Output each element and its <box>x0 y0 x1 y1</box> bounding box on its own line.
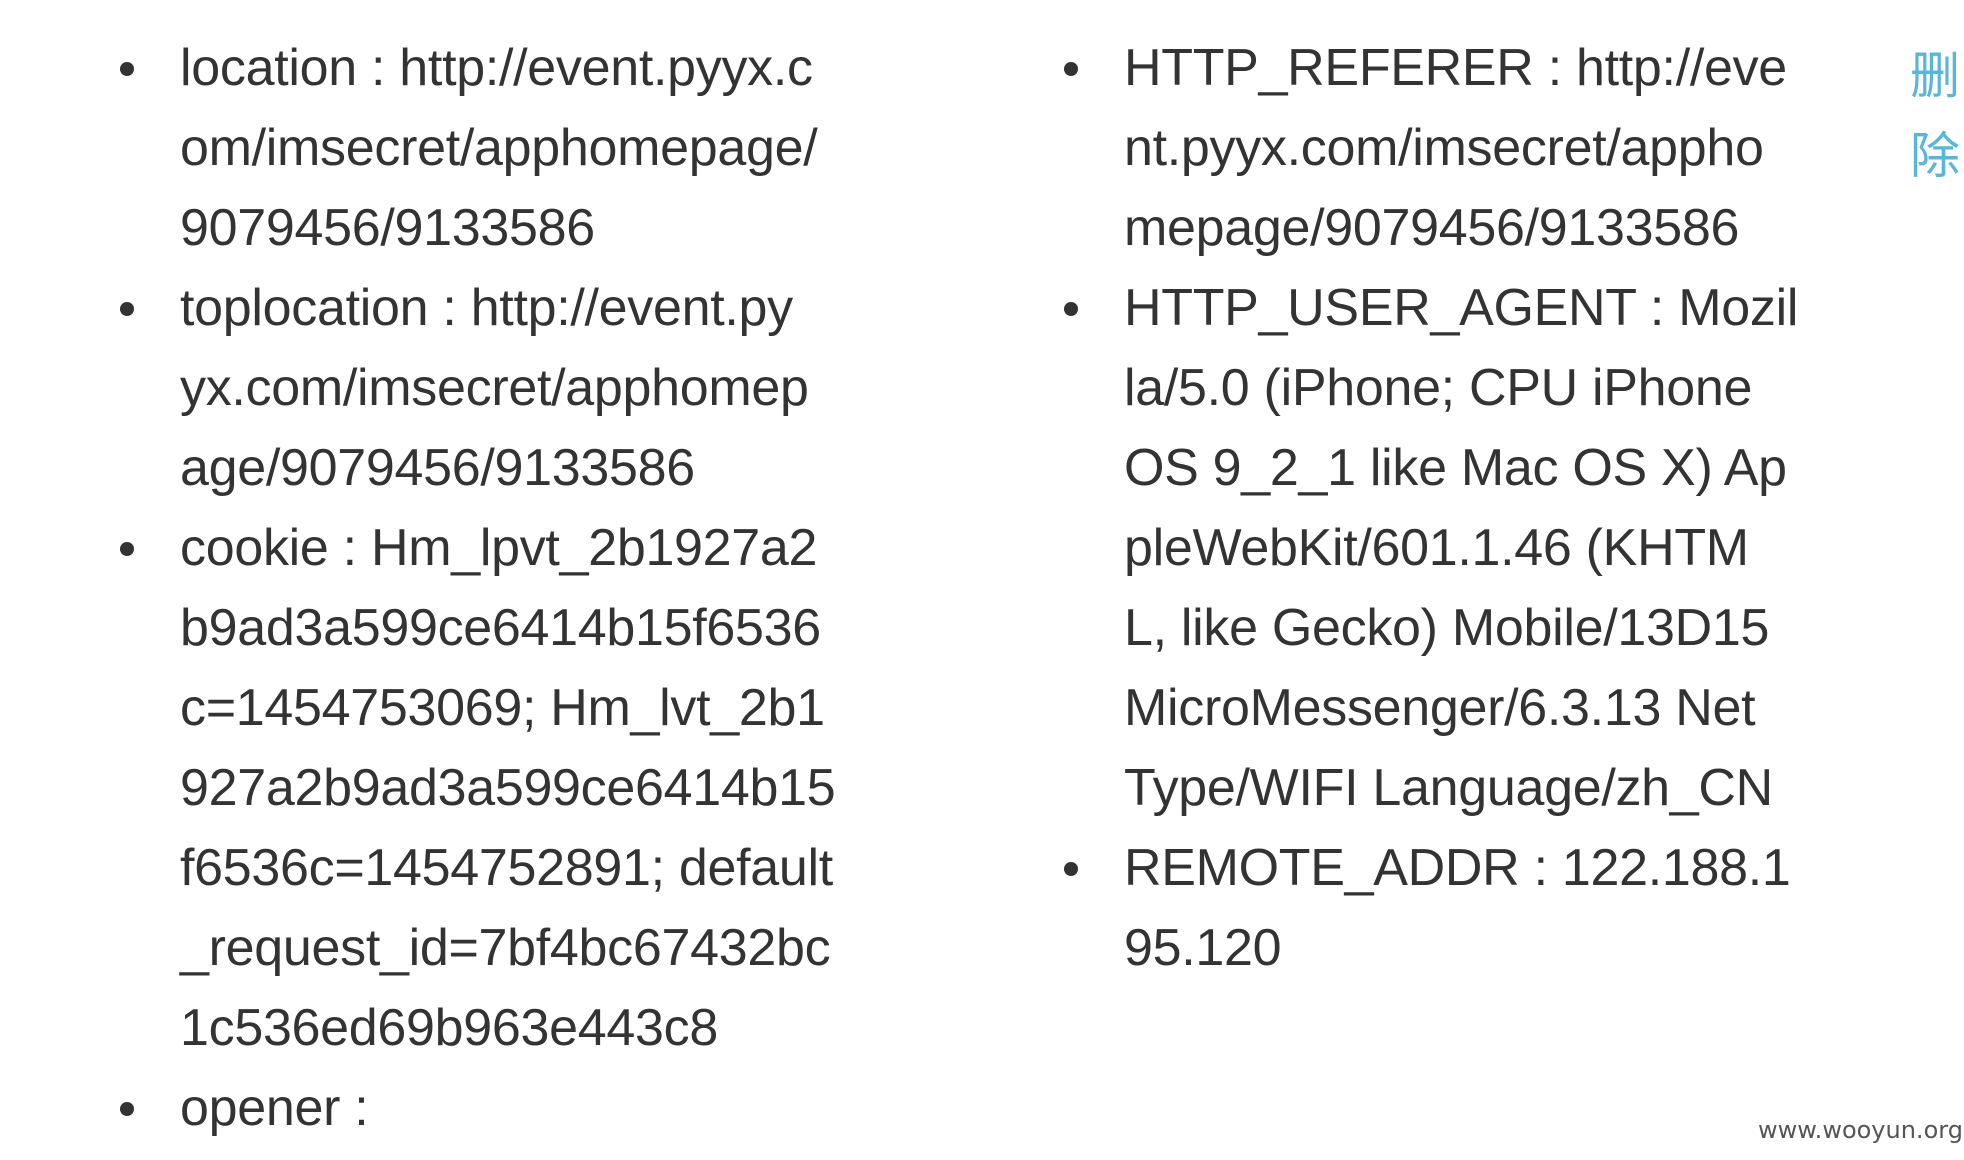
bullet-icon <box>1064 62 1078 76</box>
separator: : <box>340 1079 383 1137</box>
item-value-line: 1c536ed69b963e443c8 <box>180 999 718 1057</box>
item-value-line: _request_id=7bf4bc67432bc <box>180 919 831 977</box>
left-info-list: location : http://event.pyyx.c om/imsecr… <box>108 28 908 1148</box>
item-value-line: c=1454753069; Hm_lvt_2b1 <box>180 679 825 737</box>
bullet-icon <box>120 62 134 76</box>
item-value-line: age/9079456/9133586 <box>180 439 695 497</box>
right-info-list: HTTP_REFERER : http://eve nt.pyyx.com/im… <box>1052 28 1882 988</box>
item-value: 122.188.1 <box>1561 839 1791 897</box>
bullet-icon <box>1064 302 1078 316</box>
list-item-http-referer: HTTP_REFERER : http://eve nt.pyyx.com/im… <box>1052 28 1882 268</box>
item-key: location <box>180 39 357 97</box>
item-value-line: b9ad3a599ce6414b15f6536 <box>180 599 821 657</box>
item-line: opener : <box>180 1068 908 1148</box>
item-value-line: mepage/9079456/9133586 <box>1124 199 1740 257</box>
item-value: http://event.pyyx.c <box>399 39 813 97</box>
list-item-location: location : http://event.pyyx.c om/imsecr… <box>108 28 908 268</box>
item-line: cookie : Hm_lpvt_2b1927a2 <box>180 508 908 588</box>
item-key: cookie <box>180 519 329 577</box>
item-value-line: om/imsecret/apphomepage/ <box>180 119 818 177</box>
item-value-line: la/5.0 (iPhone; CPU iPhone <box>1124 359 1753 417</box>
delete-link[interactable]: 删 除 <box>1910 36 1964 196</box>
separator: : <box>356 39 400 97</box>
bullet-icon <box>120 302 134 316</box>
delete-link-char: 除 <box>1910 127 1960 185</box>
list-item-opener: opener : <box>108 1068 908 1148</box>
item-value: Mozil <box>1678 279 1799 337</box>
watermark: www.wooyun.org <box>1758 1116 1963 1144</box>
item-value-line: 9079456/9133586 <box>180 199 595 257</box>
item-value-line: nt.pyyx.com/imsecret/appho <box>1124 119 1764 177</box>
item-value: http://event.py <box>470 279 793 337</box>
item-line: location : http://event.pyyx.c <box>180 28 908 108</box>
item-value: Hm_lpvt_2b1927a2 <box>370 519 818 577</box>
separator: : <box>328 519 371 577</box>
item-line: toplocation : http://event.py <box>180 268 908 348</box>
item-value-line: 927a2b9ad3a599ce6414b15 <box>180 759 836 817</box>
bullet-icon <box>120 1102 134 1116</box>
item-line: HTTP_REFERER : http://eve <box>1124 28 1882 108</box>
item-value-line: Type/WIFI Language/zh_CN <box>1124 759 1773 817</box>
item-value-line: yx.com/imsecret/apphomep <box>180 359 809 417</box>
bullet-icon <box>120 542 134 556</box>
list-item-cookie: cookie : Hm_lpvt_2b1927a2 b9ad3a599ce641… <box>108 508 908 1068</box>
item-key: REMOTE_ADDR <box>1124 839 1520 897</box>
separator: : <box>1533 39 1577 97</box>
list-item-toplocation: toplocation : http://event.py yx.com/ims… <box>108 268 908 508</box>
delete-link-char: 删 <box>1910 47 1960 105</box>
item-value-line: f6536c=1454752891; default <box>180 839 833 897</box>
separator: : <box>1519 839 1562 897</box>
item-value-line: MicroMessenger/6.3.13 Net <box>1124 679 1756 737</box>
list-item-remote-addr: REMOTE_ADDR : 122.188.1 95.120 <box>1052 828 1882 988</box>
item-value-line: OS 9_2_1 like Mac OS X) Ap <box>1124 439 1787 497</box>
bullet-icon <box>1064 862 1078 876</box>
item-line: HTTP_USER_AGENT : Mozil <box>1124 268 1882 348</box>
item-key: HTTP_REFERER <box>1124 39 1534 97</box>
separator: : <box>1635 279 1679 337</box>
item-value-line: pleWebKit/601.1.46 (KHTM <box>1124 519 1749 577</box>
item-key: HTTP_USER_AGENT <box>1124 279 1636 337</box>
item-value-line: L, like Gecko) Mobile/13D15 <box>1124 599 1770 657</box>
separator: : <box>428 279 471 337</box>
item-value: http://eve <box>1576 39 1787 97</box>
item-key: opener <box>180 1079 341 1137</box>
item-value-line: 95.120 <box>1124 919 1282 977</box>
item-key: toplocation <box>180 279 429 337</box>
item-line: REMOTE_ADDR : 122.188.1 <box>1124 828 1882 908</box>
list-item-http-user-agent: HTTP_USER_AGENT : Mozil la/5.0 (iPhone; … <box>1052 268 1882 828</box>
